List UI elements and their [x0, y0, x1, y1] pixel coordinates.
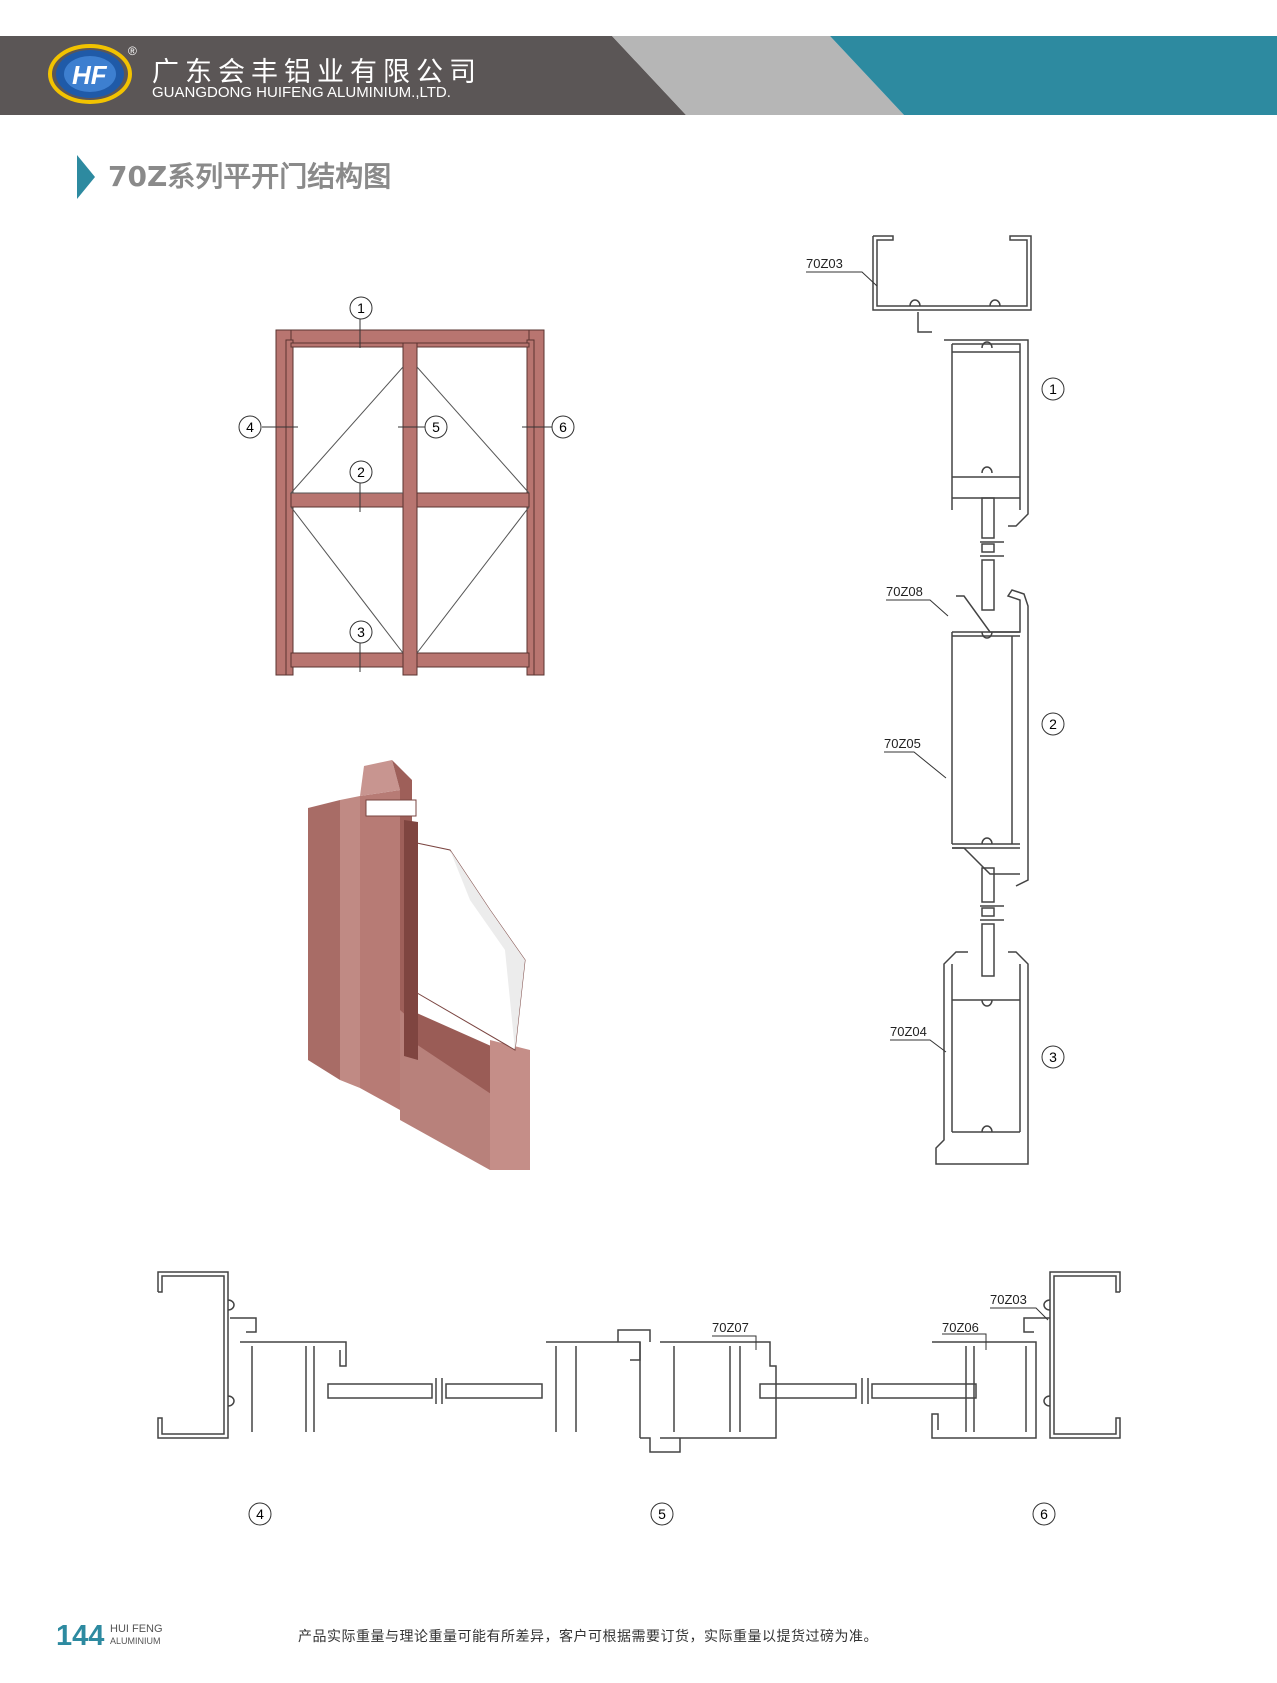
opening-lines [289, 366, 530, 654]
registered-mark: ® [128, 44, 137, 58]
svg-text:1: 1 [1049, 381, 1057, 397]
door-frame [275, 329, 545, 676]
label-70z03-horizontal: 70Z03 [990, 1292, 1027, 1307]
svg-text:5: 5 [432, 419, 440, 435]
callout-elevation-1: 1 [349, 296, 373, 320]
elevation-leader-lines [262, 318, 552, 672]
svg-text:2: 2 [357, 464, 365, 480]
label-70z06: 70Z06 [942, 1320, 979, 1335]
callout-elevation-3: 3 [349, 620, 373, 644]
svg-text:5: 5 [658, 1506, 666, 1522]
company-name-cn: 广东会丰铝业有限公司 [152, 57, 482, 88]
callout-elevation-5: 5 [424, 415, 448, 439]
svg-text:4: 4 [246, 419, 254, 435]
title-marker-icon [77, 155, 95, 199]
company-name-en: GUANGDONG HUIFENG ALUMINIUM.,LTD. [152, 84, 451, 101]
horizontal-leader-lines [712, 1307, 1049, 1350]
vertical-leader-lines [806, 271, 949, 1053]
section-title: 70Z系列平开门结构图 [108, 160, 392, 193]
callout-vertical-2: 2 [1041, 712, 1065, 736]
label-70z05: 70Z05 [884, 736, 921, 751]
page-number: 144 [56, 1620, 105, 1652]
callout-horizontal-6: 6 [1032, 1502, 1056, 1526]
callout-vertical-3: 3 [1041, 1045, 1065, 1069]
callout-elevation-4: 4 [238, 415, 262, 439]
footer-brand-sub: ALUMINIUM [110, 1636, 161, 1646]
svg-text:1: 1 [357, 300, 365, 316]
footer-brand: HUI FENG [110, 1623, 163, 1635]
callout-horizontal-4: 4 [248, 1502, 272, 1526]
label-70z08: 70Z08 [886, 584, 923, 599]
footer-note: 产品实际重量与理论重量可能有所差异，客户可根据需要订货，实际重量以提货过磅为准。 [298, 1629, 878, 1645]
label-70z04: 70Z04 [890, 1024, 927, 1039]
callout-elevation-6: 6 [551, 415, 575, 439]
svg-text:4: 4 [256, 1506, 264, 1522]
callout-elevation-2: 2 [349, 460, 373, 484]
company-logo-icon [48, 44, 132, 104]
svg-text:3: 3 [357, 624, 365, 640]
label-70z03-vertical: 70Z03 [806, 256, 843, 271]
header-bar [0, 36, 1277, 115]
label-70z07: 70Z07 [712, 1320, 749, 1335]
svg-text:6: 6 [559, 419, 567, 435]
callout-vertical-1: 1 [1041, 377, 1065, 401]
svg-text:2: 2 [1049, 716, 1057, 732]
logo-text: HF [72, 60, 107, 90]
svg-text:3: 3 [1049, 1049, 1057, 1065]
svg-text:6: 6 [1040, 1506, 1048, 1522]
profile-3d-render [308, 760, 530, 1170]
callout-horizontal-5: 5 [650, 1502, 674, 1526]
